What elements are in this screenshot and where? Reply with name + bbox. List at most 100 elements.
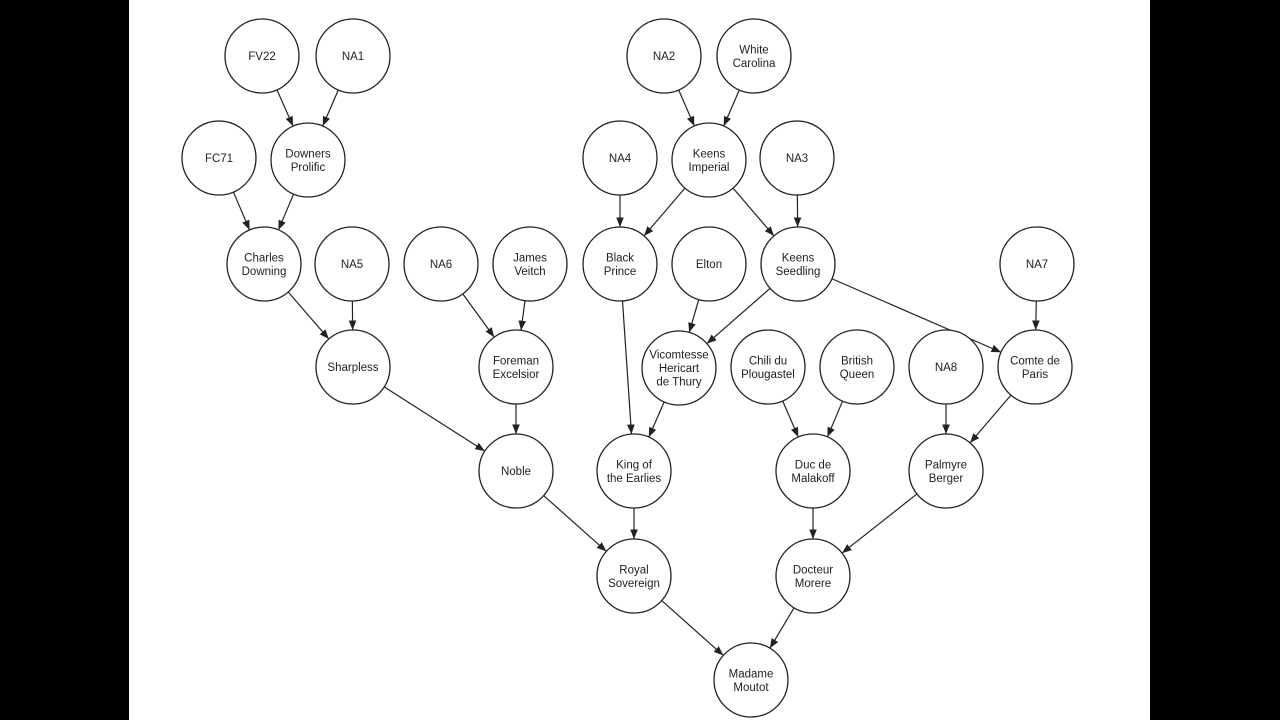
node-label: Downers	[285, 148, 331, 160]
node-circle	[671, 226, 747, 302]
node-circle	[315, 18, 391, 94]
edge-keensseed-to-comte	[831, 278, 1002, 353]
node-label: Sovereign	[608, 578, 660, 590]
node-circle	[908, 433, 984, 509]
node-label: Elton	[696, 259, 722, 271]
edge-docteur-to-madame	[769, 607, 795, 649]
node-circle	[478, 329, 554, 405]
edge-comte-to-palmyre	[969, 394, 1012, 444]
edge-na1-to-downers	[322, 89, 339, 127]
node-label: NA3	[786, 153, 808, 165]
node-label: Berger	[929, 473, 964, 485]
edge-white-to-keensimp	[723, 89, 740, 127]
node-circle	[997, 329, 1073, 405]
node-label: FC71	[205, 153, 233, 165]
node-label: Docteur	[793, 564, 833, 576]
node-label: Malakoff	[791, 473, 835, 485]
node-circle	[641, 330, 717, 406]
node-label: Chili du	[749, 355, 787, 367]
node-circle	[596, 538, 672, 614]
node-label: Hericart	[659, 363, 700, 375]
edge-noble-to-royal	[543, 495, 607, 552]
node-label: NA1	[342, 51, 364, 63]
node-label: FV22	[248, 51, 276, 63]
node-label: Keens	[693, 148, 726, 160]
node-label: Comte de	[1010, 355, 1060, 367]
node-label: Queen	[840, 369, 875, 381]
node-label: Downing	[242, 266, 287, 278]
node-na7: NA7	[999, 226, 1075, 302]
node-label: Carolina	[733, 58, 776, 70]
node-label: NA2	[653, 51, 675, 63]
node-circle	[226, 226, 302, 302]
node-circle	[999, 226, 1075, 302]
node-label: Moutot	[733, 682, 769, 694]
node-elton: Elton	[671, 226, 747, 302]
node-circle	[582, 120, 658, 196]
node-chili: Chili du Plougastel	[730, 329, 806, 405]
node-circle	[759, 120, 835, 196]
edge-na6-to-foreman	[462, 293, 495, 338]
edge-na7-to-comte	[1032, 300, 1040, 331]
edge-royal-to-madame	[661, 600, 724, 656]
node-label: the Earlies	[607, 473, 662, 485]
node-label: NA4	[609, 153, 632, 165]
node-circle	[775, 433, 851, 509]
node-circle	[730, 329, 806, 405]
edge-keensimp-to-keensseed	[732, 187, 775, 237]
node-label: Morere	[795, 578, 831, 590]
node-label: NA6	[430, 259, 452, 271]
node-label: Keens	[782, 252, 815, 264]
node-circle	[582, 226, 658, 302]
node-na6: NA6	[403, 226, 479, 302]
node-label: Veitch	[514, 266, 545, 278]
node-label: Foreman	[493, 355, 539, 367]
node-label: NA5	[341, 259, 363, 271]
node-label: British	[841, 355, 873, 367]
node-label: Charles	[244, 252, 284, 264]
node-label: Black	[606, 252, 634, 264]
node-label: Prince	[604, 266, 637, 278]
edge-sharpless-to-noble	[383, 386, 486, 452]
edge-downers-to-charles	[277, 193, 295, 231]
node-label: NA8	[935, 362, 957, 374]
node-circle	[626, 18, 702, 94]
edge-fv22-to-downers	[276, 89, 294, 127]
node-label: Madame	[729, 668, 774, 680]
node-label: Palmyre	[925, 459, 967, 471]
node-circle	[713, 642, 789, 718]
node-label: Duc de	[795, 459, 831, 471]
node-noble: Noble	[478, 433, 554, 509]
node-circle	[492, 226, 568, 302]
node-label: Sharpless	[327, 362, 378, 374]
node-na2: NA2	[626, 18, 702, 94]
node-circle	[478, 433, 554, 509]
node-na1: NA1	[315, 18, 391, 94]
node-fv22: FV22	[224, 18, 300, 94]
node-label: Imperial	[689, 162, 730, 174]
node-sharpless: Sharpless	[315, 329, 391, 405]
node-circle	[596, 433, 672, 509]
edge-vicomtesse-to-king	[648, 401, 665, 438]
node-circle	[314, 226, 390, 302]
node-circle	[819, 329, 895, 405]
node-label: Noble	[501, 466, 531, 478]
node-circle	[403, 226, 479, 302]
edge-british-to-duc	[826, 400, 844, 438]
node-label: White	[739, 44, 768, 56]
edge-elton-to-vicomtesse	[688, 299, 700, 333]
node-label: Plougastel	[741, 369, 795, 381]
edge-keensimp-to-black	[643, 187, 686, 237]
